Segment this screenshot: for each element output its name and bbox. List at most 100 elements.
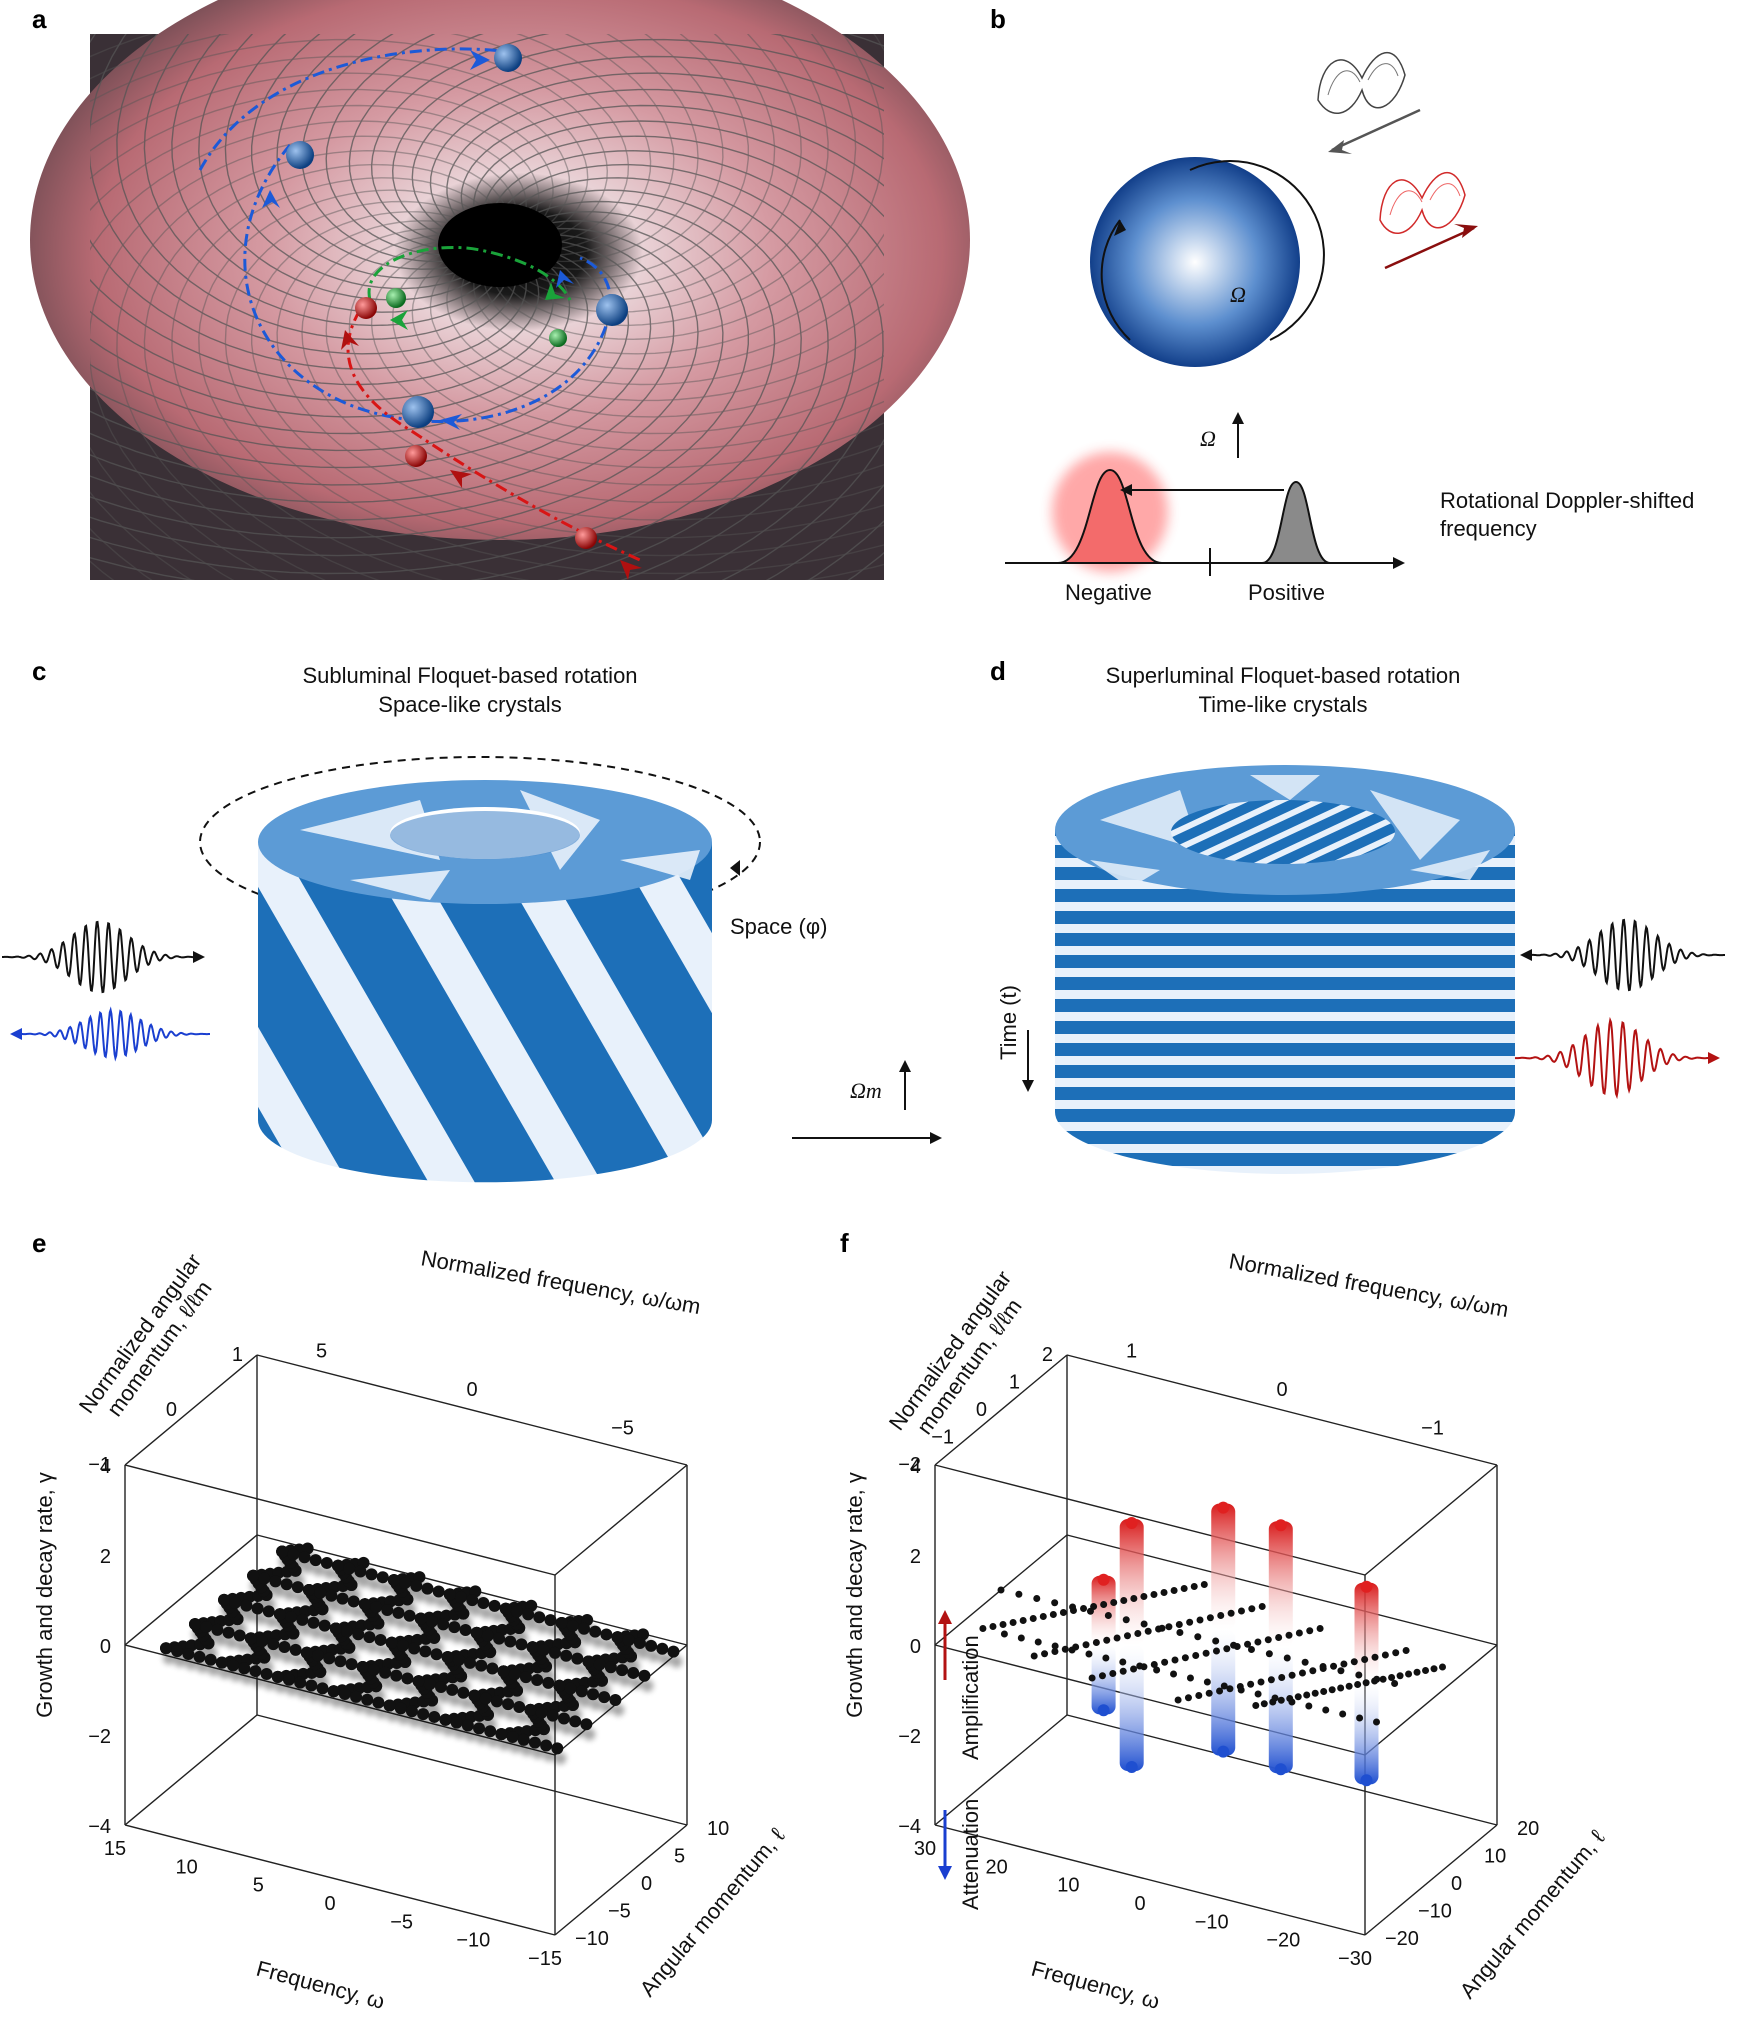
band-dot [307,1616,320,1629]
box-edge [124,1354,258,1466]
particle-blue [596,294,628,326]
f-top-axis-label: Normalized frequency, ω/ωm [1227,1248,1510,1322]
panel-a-label: a [32,4,47,34]
box-edge [256,1354,688,1466]
band-dot [399,1576,412,1589]
band-dot [1122,1616,1130,1624]
blue-dot [1217,1745,1230,1758]
band-dot [249,1665,262,1678]
blue-dot [1097,1704,1110,1717]
dot-shadow [310,1626,323,1639]
tick-label: 0 [1134,1893,1145,1915]
amplification-spike [1119,1519,1144,1645]
panel-d-title-line1: Superluminal Floquet-based rotation [1106,663,1461,688]
tick-label: 2 [910,1546,921,1568]
band-dot [1150,1661,1158,1668]
band-dot [218,1593,231,1606]
band-dot [430,1648,443,1661]
band-dot [464,1656,477,1669]
band-dot [334,1655,347,1668]
dot-shadow [547,1624,560,1637]
band-dot [1275,1634,1283,1641]
dot-shadow [379,1581,392,1594]
red-dot [1217,1501,1230,1514]
band-dot [481,1629,494,1642]
band-dot [1361,1656,1369,1663]
band-dot [513,1701,526,1714]
band-dot [1186,1618,1194,1626]
dot-shadow [397,1712,410,1725]
band-dot [1278,1674,1286,1681]
band-dot [309,1554,322,1567]
band-dot [1226,1685,1234,1693]
band-dot [1134,1630,1142,1637]
band-dot [1303,1691,1311,1699]
omega-m-arrow: Ωm [792,1060,942,1144]
band-dot [1430,1665,1438,1673]
box-edge [934,1644,1366,1756]
tick-label: 5 [674,1846,685,1868]
band-dot [1184,1694,1192,1702]
tick-label: 2 [100,1546,111,1568]
band-dot [452,1653,465,1666]
dot-shadow [386,1709,399,1722]
dot-shadow [319,1692,332,1705]
band-dot [1195,1692,1203,1699]
band-dot [1309,1667,1317,1675]
dot-shadow [601,1701,614,1714]
panel-a-image [30,0,970,580]
band-dot [504,1635,517,1648]
band-dot [488,1599,501,1612]
band-dot [1194,1633,1202,1641]
panel-f-ticks: 420−2−43020100−10−20−3020100−10−2010−121… [898,1341,1539,1971]
band-dot [457,1686,470,1699]
dot-shadow [630,1676,643,1689]
band-dot [227,1659,240,1672]
dot-shadow [563,1659,576,1672]
band-dot [1158,1624,1166,1632]
band-dot [1174,1696,1182,1704]
band-dot [1298,1669,1306,1677]
band-dot [645,1639,658,1652]
band-dot [1422,1667,1430,1674]
band-dot [540,1739,553,1752]
dot-shadow [469,1604,482,1617]
band-dot [1283,1654,1291,1662]
dot-shadow [283,1588,296,1601]
band-dot [1355,1671,1363,1679]
doppler-annotation-line1: Rotational Doppler-shifted [1440,488,1694,513]
dot-shadow [420,1718,433,1731]
panel-c-title-line2: Space-like crystals [378,692,561,717]
space-phi-label: Space (φ) [730,914,827,939]
band-dot [1017,1634,1025,1642]
band-dot [269,1575,282,1588]
band-dot [1181,1654,1189,1662]
band-dot [361,1693,374,1706]
band-dot [1153,1666,1161,1674]
tick-label: 0 [166,1399,177,1421]
band-dot [510,1605,523,1618]
band-dot [271,1670,284,1683]
band-dot [508,1668,521,1681]
band-dot [1217,1612,1225,1619]
band-dot [571,1652,584,1665]
amplification-spike [1211,1503,1236,1630]
tick-label: 5 [253,1875,264,1897]
dot-shadow [476,1732,489,1745]
particle-blue [286,141,314,169]
band-dot [365,1568,378,1581]
tick-label: −20 [1266,1930,1300,1952]
panel-f-band-dots [979,1581,1446,1726]
band-dot [1186,1674,1194,1682]
band-dot [1110,1599,1118,1606]
band-dot [332,1559,345,1572]
band-dot [352,1628,365,1641]
band-dot [1392,1649,1400,1657]
red-dot [1360,1580,1373,1593]
tick-label: −1 [88,1454,111,1476]
band-dot [479,1692,492,1705]
band-dot [1085,1650,1093,1658]
band-dot [1165,1623,1173,1631]
band-dot [1254,1690,1262,1698]
band-dot [396,1639,409,1652]
